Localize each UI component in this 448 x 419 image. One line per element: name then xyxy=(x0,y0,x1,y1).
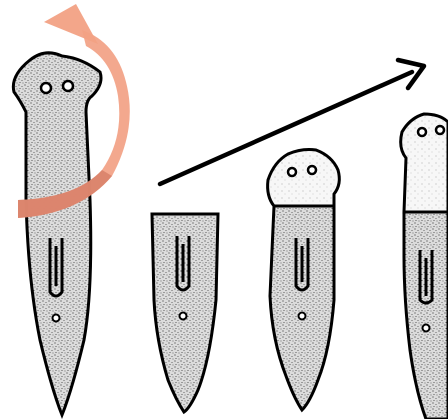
planarian-regenerating-pore xyxy=(299,313,306,320)
planarian-whole-eye-right xyxy=(63,81,73,91)
planarian-whole-pore xyxy=(53,315,60,322)
planarian-regenerating xyxy=(268,150,340,411)
planarian-regenerating-body xyxy=(270,206,334,410)
planarian-whole-body xyxy=(13,53,101,415)
planarian-fragment xyxy=(152,214,218,412)
planarian-whole xyxy=(13,53,101,415)
planarian-regenerated-pore xyxy=(423,325,430,332)
planarian-whole-eye-left xyxy=(41,83,51,93)
rotation-arrow-head xyxy=(44,4,98,44)
planarian-regenerated-eye-right xyxy=(436,126,444,134)
planarian-regenerating-eye-right xyxy=(308,166,316,174)
planarian-regenerating-new-head xyxy=(268,150,340,207)
planarian-regenerating-eye-left xyxy=(288,168,296,176)
planarian-regenerated xyxy=(401,114,448,419)
planarian-regenerated-eye-left xyxy=(418,128,426,136)
planarian-regenerated-body xyxy=(404,212,448,419)
planarian-fragment-pore xyxy=(180,313,187,320)
